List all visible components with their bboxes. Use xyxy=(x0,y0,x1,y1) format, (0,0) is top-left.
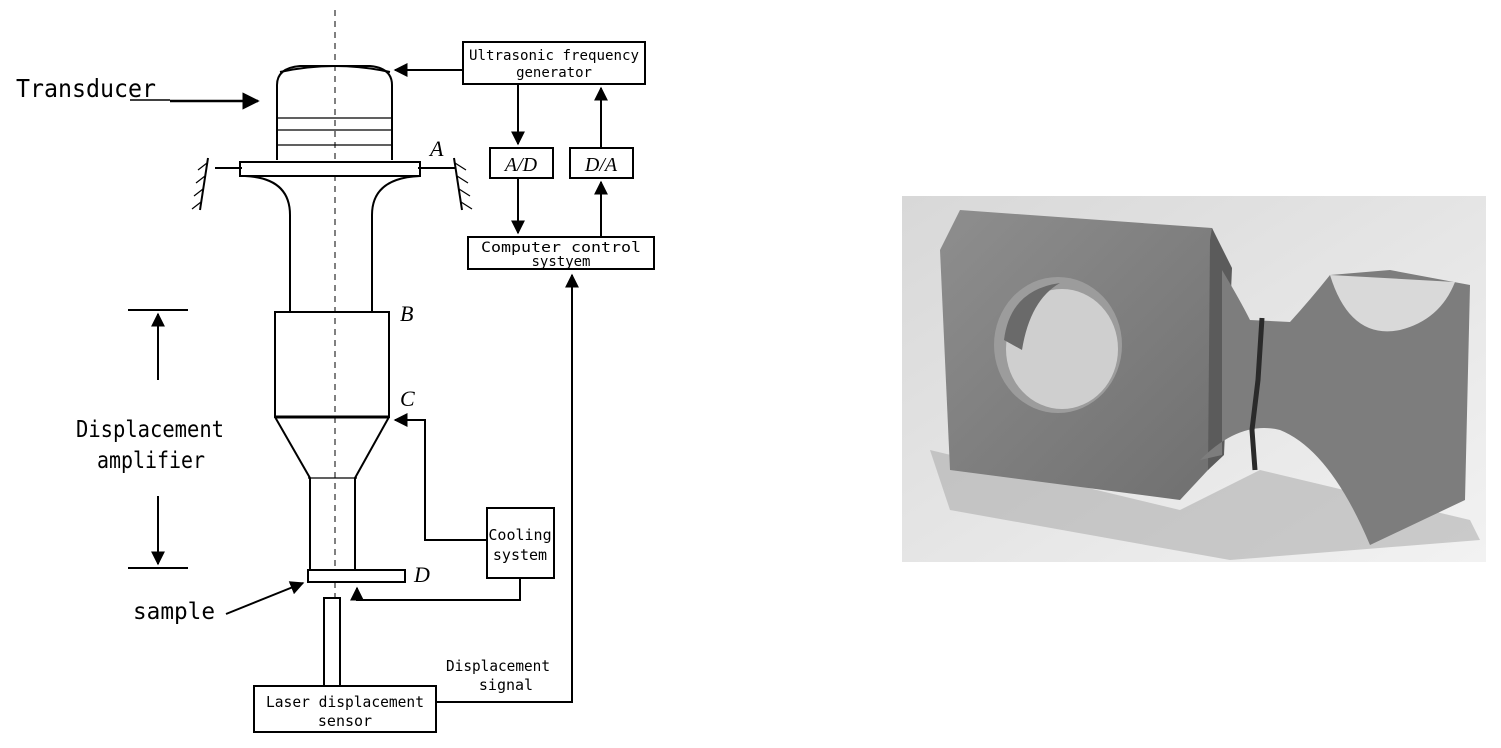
sample-label: sample xyxy=(133,599,215,625)
amplifier-rod xyxy=(309,478,356,570)
mount-left-hatch xyxy=(191,157,242,211)
mount-right-hatch xyxy=(418,157,473,211)
displacement-signal-line xyxy=(436,273,579,703)
sample-arrow xyxy=(225,581,305,615)
label-c: C xyxy=(400,386,415,411)
horn-neck xyxy=(244,175,291,312)
laser-label-2: sensor xyxy=(318,712,372,730)
specimen-crack xyxy=(1249,317,1265,471)
horn-neck xyxy=(371,175,421,312)
computer-control-box xyxy=(467,236,655,270)
amplifier-cone xyxy=(274,416,390,479)
label-b: B xyxy=(400,301,413,326)
cooling-to-c-line xyxy=(393,413,487,541)
freq-gen-label-2: generator xyxy=(516,65,592,81)
ad-box xyxy=(489,147,554,179)
amplifier-label-1: Displacement xyxy=(76,417,224,443)
computer-label-1: Computer control xyxy=(481,240,641,256)
sample-plate-d xyxy=(307,569,406,583)
freq-gen-label-1: Ultrasonic frequency xyxy=(469,48,639,64)
cooling-label-1: Cooling xyxy=(488,526,551,544)
ad-label: A/D xyxy=(503,154,538,176)
laser-sensor-box xyxy=(253,685,437,733)
amplifier-label-2: amplifier xyxy=(97,448,205,474)
disp-signal-label-2: signal xyxy=(479,676,533,694)
cooling-label-2: system xyxy=(493,546,547,564)
laser-label-1: Laser displacement xyxy=(266,693,424,711)
specimen-neck xyxy=(1200,270,1470,545)
transducer-cap xyxy=(279,65,391,73)
frequency-generator-box xyxy=(462,41,646,85)
laser-beam xyxy=(323,597,341,687)
disp-signal-label-1: Displacement xyxy=(446,657,550,675)
amplifier-section xyxy=(274,311,390,418)
cooling-to-sample-line xyxy=(350,578,521,601)
sample-specimen-photo xyxy=(902,196,1486,562)
da-label: D/A xyxy=(584,154,618,176)
computer-label-2: systyem xyxy=(531,254,590,270)
transducer-label: Transducer xyxy=(16,74,156,103)
flange-a xyxy=(239,161,421,177)
label-d: D xyxy=(413,562,430,587)
label-a: A xyxy=(428,136,444,161)
da-box xyxy=(569,147,634,179)
